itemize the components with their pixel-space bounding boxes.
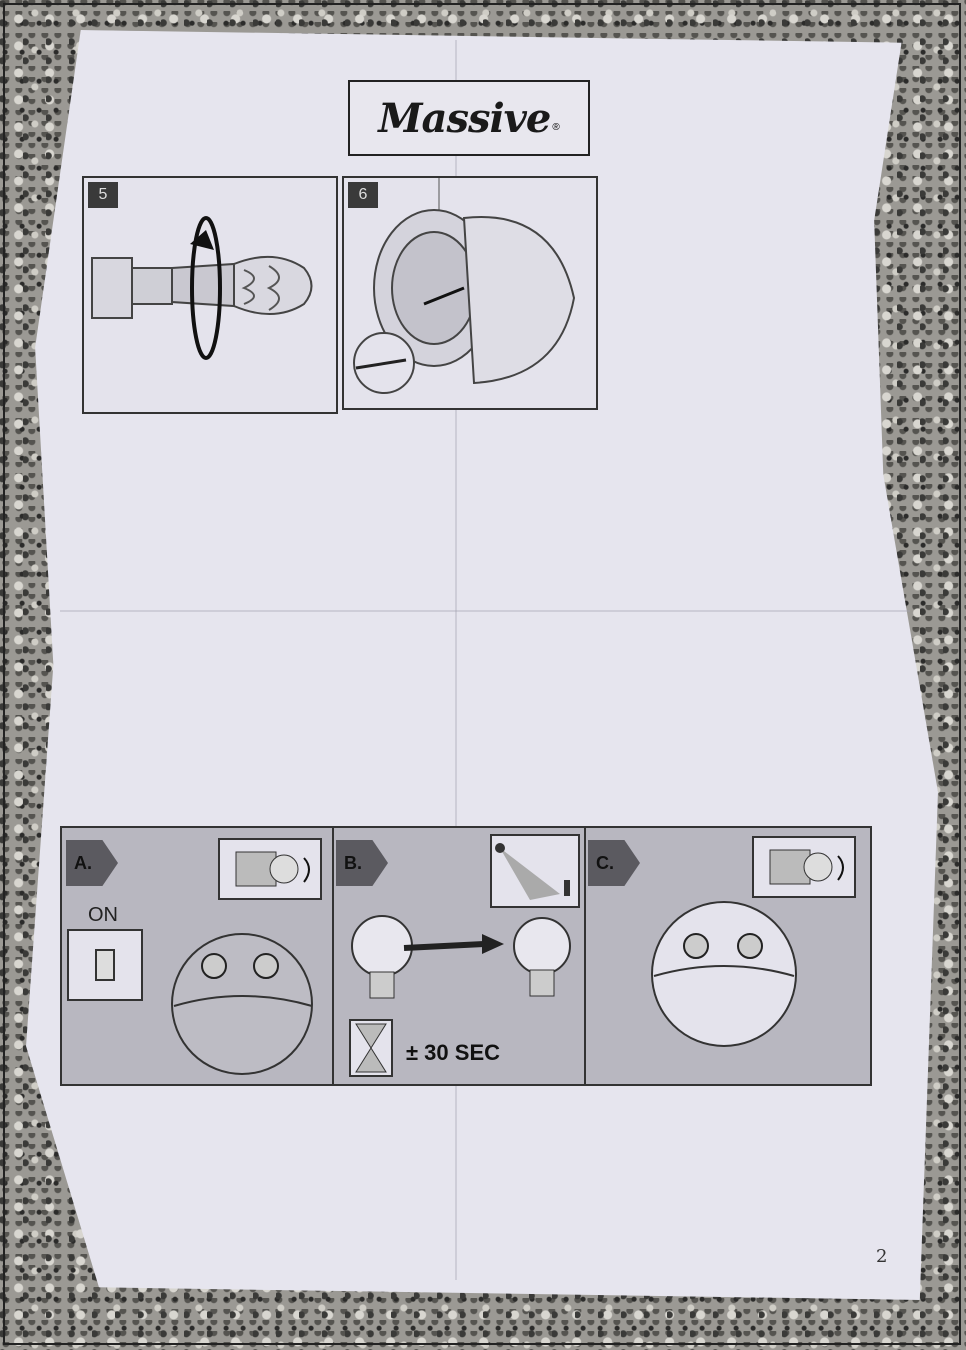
dial-icon [737, 933, 763, 959]
sensor-dials-illustration [651, 901, 797, 1047]
arrow-icon [423, 286, 465, 306]
bulb-off-icon [513, 917, 571, 975]
step-6-panel: 6 [342, 176, 598, 410]
sensor-thumbnail-icon [752, 836, 856, 898]
step-number: 5 [88, 182, 118, 208]
tag-b: B. [336, 840, 388, 886]
dial-icon [253, 953, 279, 979]
bulb-timer-illustration [351, 915, 571, 999]
procedure-b: B. ± 30 SEC [332, 828, 586, 1084]
tag-c: C. [588, 840, 640, 886]
step-5-panel: 5 [82, 176, 338, 414]
timer-label: ± 30 SEC [406, 1040, 501, 1065]
sensor-thumbnail-icon [218, 838, 322, 900]
paper-fold-horizontal [60, 610, 910, 612]
brand-name: Massive [378, 94, 551, 142]
page-number: 2 [876, 1246, 888, 1267]
switch-on-label: ON [88, 904, 118, 926]
dial-icon [201, 953, 227, 979]
brand-logo: Massive ® [348, 80, 590, 156]
dial-icon [683, 933, 709, 959]
wall-switch-icon [67, 929, 143, 1001]
fixture-mount-illustration [353, 178, 576, 394]
procedure-a: A. ON [62, 828, 334, 1084]
bulb-screw-illustration [91, 216, 313, 360]
paper-fold-vertical [455, 40, 457, 1280]
tag-a: A. [66, 840, 118, 886]
sensor-dials-illustration [171, 933, 313, 1075]
motion-detect-icon [490, 834, 580, 908]
registered-mark: ® [552, 121, 560, 133]
bulb-on-icon [351, 915, 413, 977]
arrow-icon [403, 941, 485, 951]
procedure-strip: A. ON B. [60, 826, 872, 1086]
hourglass-icon [349, 1019, 393, 1077]
rotate-arrow-icon [190, 230, 214, 250]
procedure-c: C. [584, 828, 866, 1084]
step-number: 6 [348, 182, 378, 208]
